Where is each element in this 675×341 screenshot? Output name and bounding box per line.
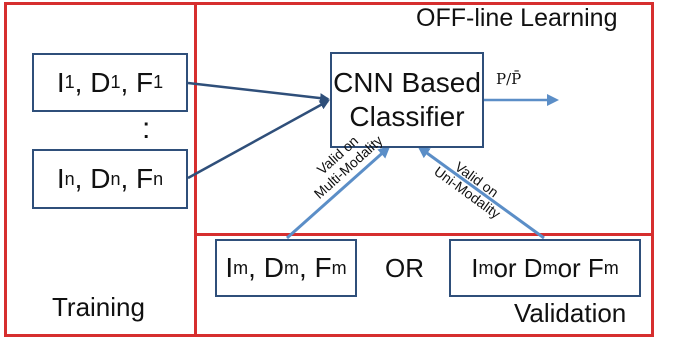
- input-ellipsis: :: [142, 112, 151, 145]
- validation-region: [194, 233, 654, 337]
- modality-depth: D: [90, 66, 111, 98]
- training-label: Training: [52, 292, 145, 322]
- modality-image: I: [56, 66, 65, 98]
- modality-flow: F: [136, 163, 154, 194]
- arrow-uni-modality-to-classifier: [417, 146, 545, 240]
- modality-image: I: [56, 163, 65, 194]
- modality-flow: F: [136, 66, 154, 98]
- arrow-multi-modality-to-classifier: [286, 146, 391, 240]
- validation-label: Validation: [514, 298, 627, 328]
- classifier-line2: Classifier: [349, 101, 465, 132]
- classifier-line1: CNN Based: [333, 67, 481, 98]
- cnn-classifier-box: CNN Based Classifier: [330, 52, 484, 148]
- arrow-first-input-to-classifier: [187, 81, 330, 104]
- output-label: P/P̄: [496, 70, 522, 88]
- or-label: OR: [385, 253, 424, 283]
- offline-learning-label: OFF-line Learning: [416, 4, 618, 32]
- modality-depth: D: [90, 163, 111, 194]
- arrow-last-input-to-classifier: [187, 99, 330, 180]
